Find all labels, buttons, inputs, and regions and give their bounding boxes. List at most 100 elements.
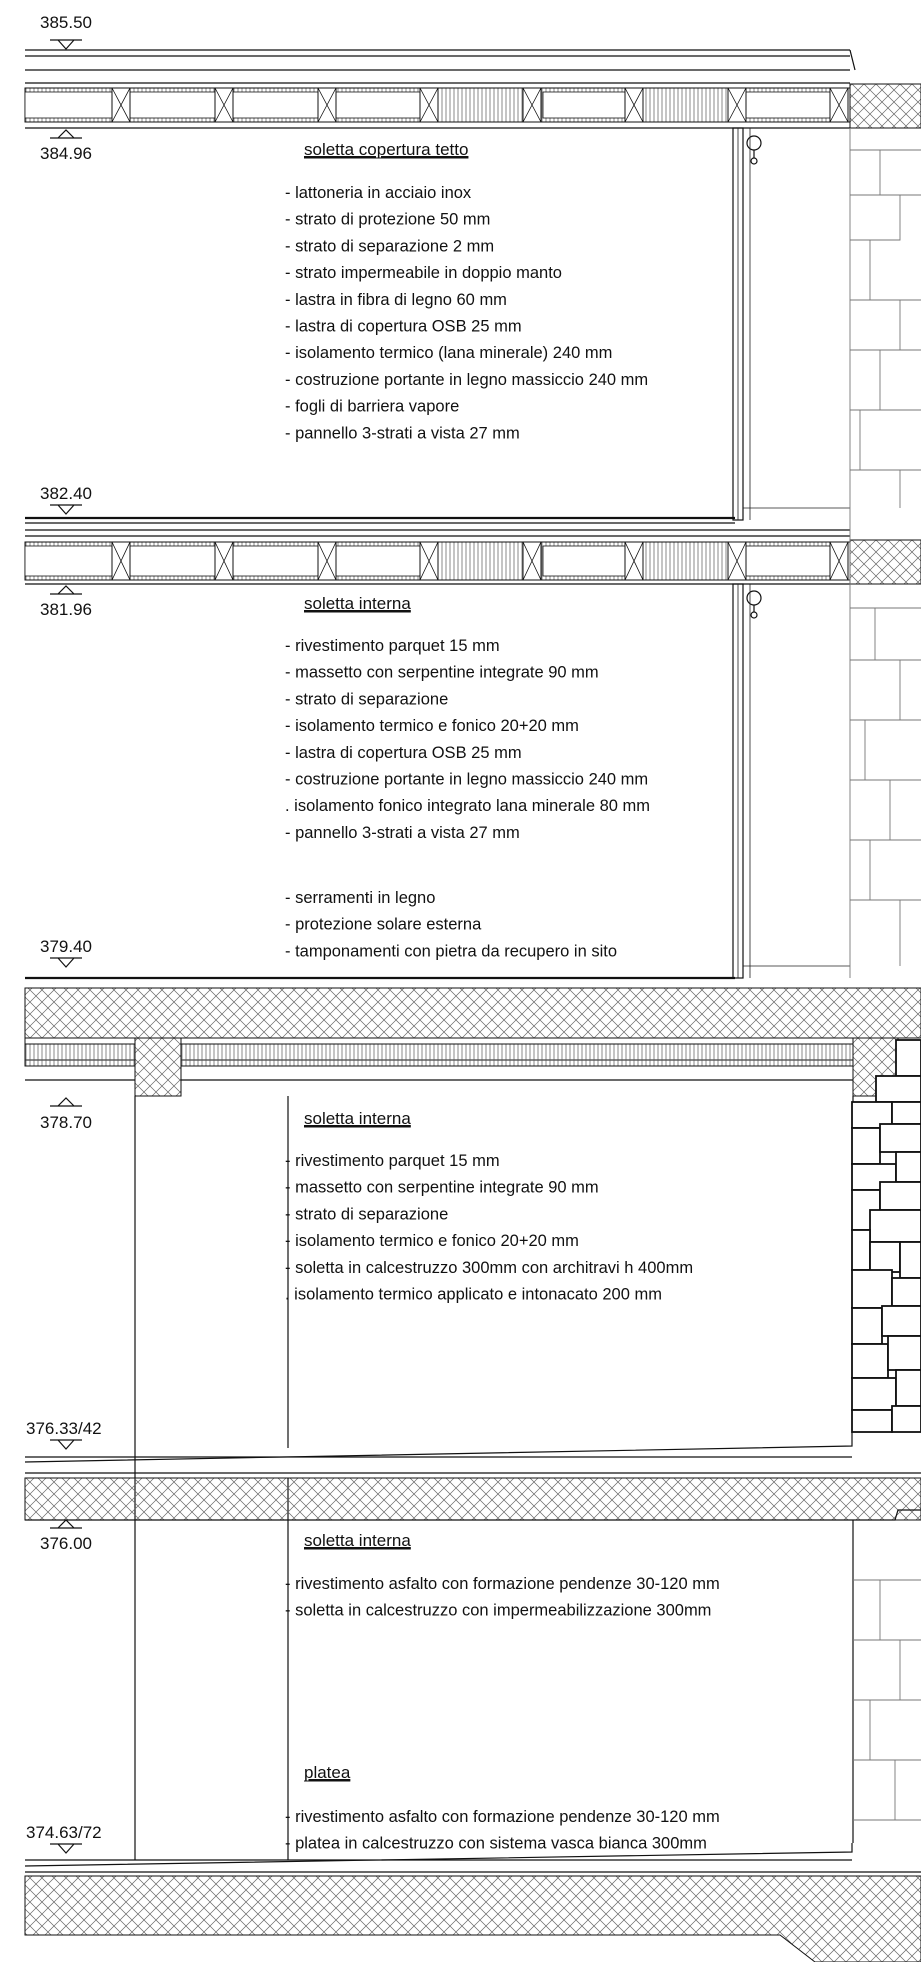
layer-line: - costruzione portante in legno massicci… — [285, 371, 648, 389]
layer-line: - rivestimento asfalto con formazione pe… — [285, 1808, 720, 1826]
layer-line: - isolamento termico (lana minerale) 240… — [285, 344, 612, 362]
layer-line: - lastra in fibra di legno 60 mm — [285, 291, 507, 309]
stone-block — [851, 1127, 881, 1165]
stone-block — [851, 1307, 883, 1345]
stone-block — [879, 1181, 921, 1211]
window-frame-upper — [732, 127, 850, 979]
timber-beam-cross — [829, 87, 849, 123]
timber-beam-cross — [317, 87, 337, 123]
level-down-marker — [50, 1843, 82, 1854]
layer-line: - lastra di copertura OSB 25 mm — [285, 318, 522, 336]
level-label: 378.70 — [40, 1113, 92, 1132]
insulation-bay — [335, 545, 421, 577]
layer-line: - pannello 3-strati a vista 27 mm — [285, 824, 520, 842]
stone-block — [899, 1241, 921, 1279]
insulation-bay — [232, 91, 319, 119]
concrete-slab-upper — [24, 976, 921, 1097]
stone-block — [869, 1241, 901, 1273]
insulation-bay — [335, 91, 421, 119]
level-down-marker — [50, 504, 82, 515]
timber-beam-cross — [727, 87, 747, 123]
layer-line: . isolamento fonico integrato lana miner… — [285, 797, 650, 815]
layer-line: - soletta in calcestruzzo con impermeabi… — [285, 1602, 711, 1620]
level-up-marker — [50, 1519, 82, 1529]
stone-block — [895, 1151, 921, 1183]
level-up-marker — [50, 129, 82, 139]
section-title: soletta copertura tetto — [304, 140, 468, 159]
layer-line: . isolamento termico applicato e intonac… — [285, 1286, 662, 1304]
timber-beam-cross — [214, 541, 234, 581]
layer-line: - lastra di copertura OSB 25 mm — [285, 744, 522, 762]
stone-block — [881, 1305, 921, 1337]
insulation-bay — [745, 545, 831, 577]
layer-line: - strato di protezione 50 mm — [285, 211, 490, 229]
level-label: 382.40 — [40, 484, 92, 503]
timber-beam-cross — [317, 541, 337, 581]
stone-block — [851, 1377, 897, 1411]
insulation-bay — [129, 545, 216, 577]
insulation-bay — [542, 545, 626, 577]
roof-beams — [24, 87, 849, 123]
level-label: 376.00 — [40, 1534, 92, 1553]
stone-block — [879, 1123, 921, 1153]
layer-line: - strato di separazione — [285, 690, 448, 708]
layer-line: - rivestimento parquet 15 mm — [285, 1152, 500, 1170]
layer-line: - serramenti in legno — [285, 889, 435, 907]
level-down-marker — [50, 39, 82, 50]
timber-beam-cross — [214, 87, 234, 123]
level-label: 381.96 — [40, 600, 92, 619]
timber-beam-cross — [829, 541, 849, 581]
stone-block — [895, 1369, 921, 1407]
slab-1-beams — [24, 541, 849, 581]
layer-line: - isolamento termico e fonico 20+20 mm — [285, 717, 579, 735]
layer-annotations: soletta copertura tetto - lattoneria in a… — [285, 140, 720, 1853]
section-title: soletta interna — [304, 1109, 411, 1128]
layer-line: - pannello 3-strati a vista 27 mm — [285, 424, 520, 442]
section-title: platea — [304, 1763, 351, 1782]
stone-block — [869, 1209, 921, 1243]
layer-line: - massetto con serpentine integrate 90 m… — [285, 1179, 599, 1197]
insulation-bay — [24, 91, 113, 119]
level-label: 384.96 — [40, 144, 92, 163]
layer-line: - strato di separazione — [285, 1205, 448, 1223]
stone-block — [887, 1335, 921, 1371]
level-up-marker — [50, 585, 82, 595]
level-label: 374.63/72 — [26, 1823, 102, 1842]
insulation-bay — [542, 91, 626, 119]
level-down-marker — [50, 1439, 82, 1450]
stone-block — [891, 1101, 921, 1125]
timber-beam-cross — [522, 87, 542, 123]
roof-slab — [24, 49, 921, 129]
insulation-bay — [24, 545, 113, 577]
layer-line: - platea in calcestruzzo con sistema vas… — [285, 1835, 707, 1853]
stone-block — [851, 1269, 893, 1309]
timber-beam-cross — [419, 541, 439, 581]
section-title: soletta interna — [304, 594, 411, 613]
level-markers: 385.50 384.96 382.40 381.96 379.40 378.7… — [26, 13, 102, 1854]
layer-line: - soletta in calcestruzzo 300mm con arch… — [285, 1259, 693, 1277]
layer-line: - lattoneria in acciaio inox — [285, 184, 472, 202]
stone-block — [891, 1405, 921, 1433]
timber-beam-cross — [111, 87, 131, 123]
timber-slab-1 — [24, 516, 921, 585]
insulation-bay — [745, 91, 831, 119]
layer-line: - rivestimento asfalto con formazione pe… — [285, 1575, 720, 1593]
stone-block — [851, 1409, 893, 1433]
layer-line: - protezione solare esterna — [285, 916, 482, 934]
level-up-marker — [50, 1097, 82, 1107]
stone-block — [851, 1229, 871, 1271]
layer-line: - rivestimento parquet 15 mm — [285, 637, 500, 655]
level-label: 379.40 — [40, 937, 92, 956]
layer-line: - strato di separazione 2 mm — [285, 237, 494, 255]
stone-block — [891, 1277, 921, 1307]
insulation-bay — [232, 545, 319, 577]
stone-wall-ground — [851, 1039, 921, 1433]
timber-beam-cross — [111, 541, 131, 581]
level-label: 376.33/42 — [26, 1419, 102, 1438]
layer-line: - strato impermeabile in doppio manto — [285, 264, 562, 282]
stone-block — [851, 1343, 889, 1379]
timber-beam-cross — [624, 87, 644, 123]
timber-beam-cross — [624, 541, 644, 581]
layer-line: - tamponamenti con pietra da recupero in… — [285, 942, 617, 960]
timber-beam-cross — [419, 87, 439, 123]
